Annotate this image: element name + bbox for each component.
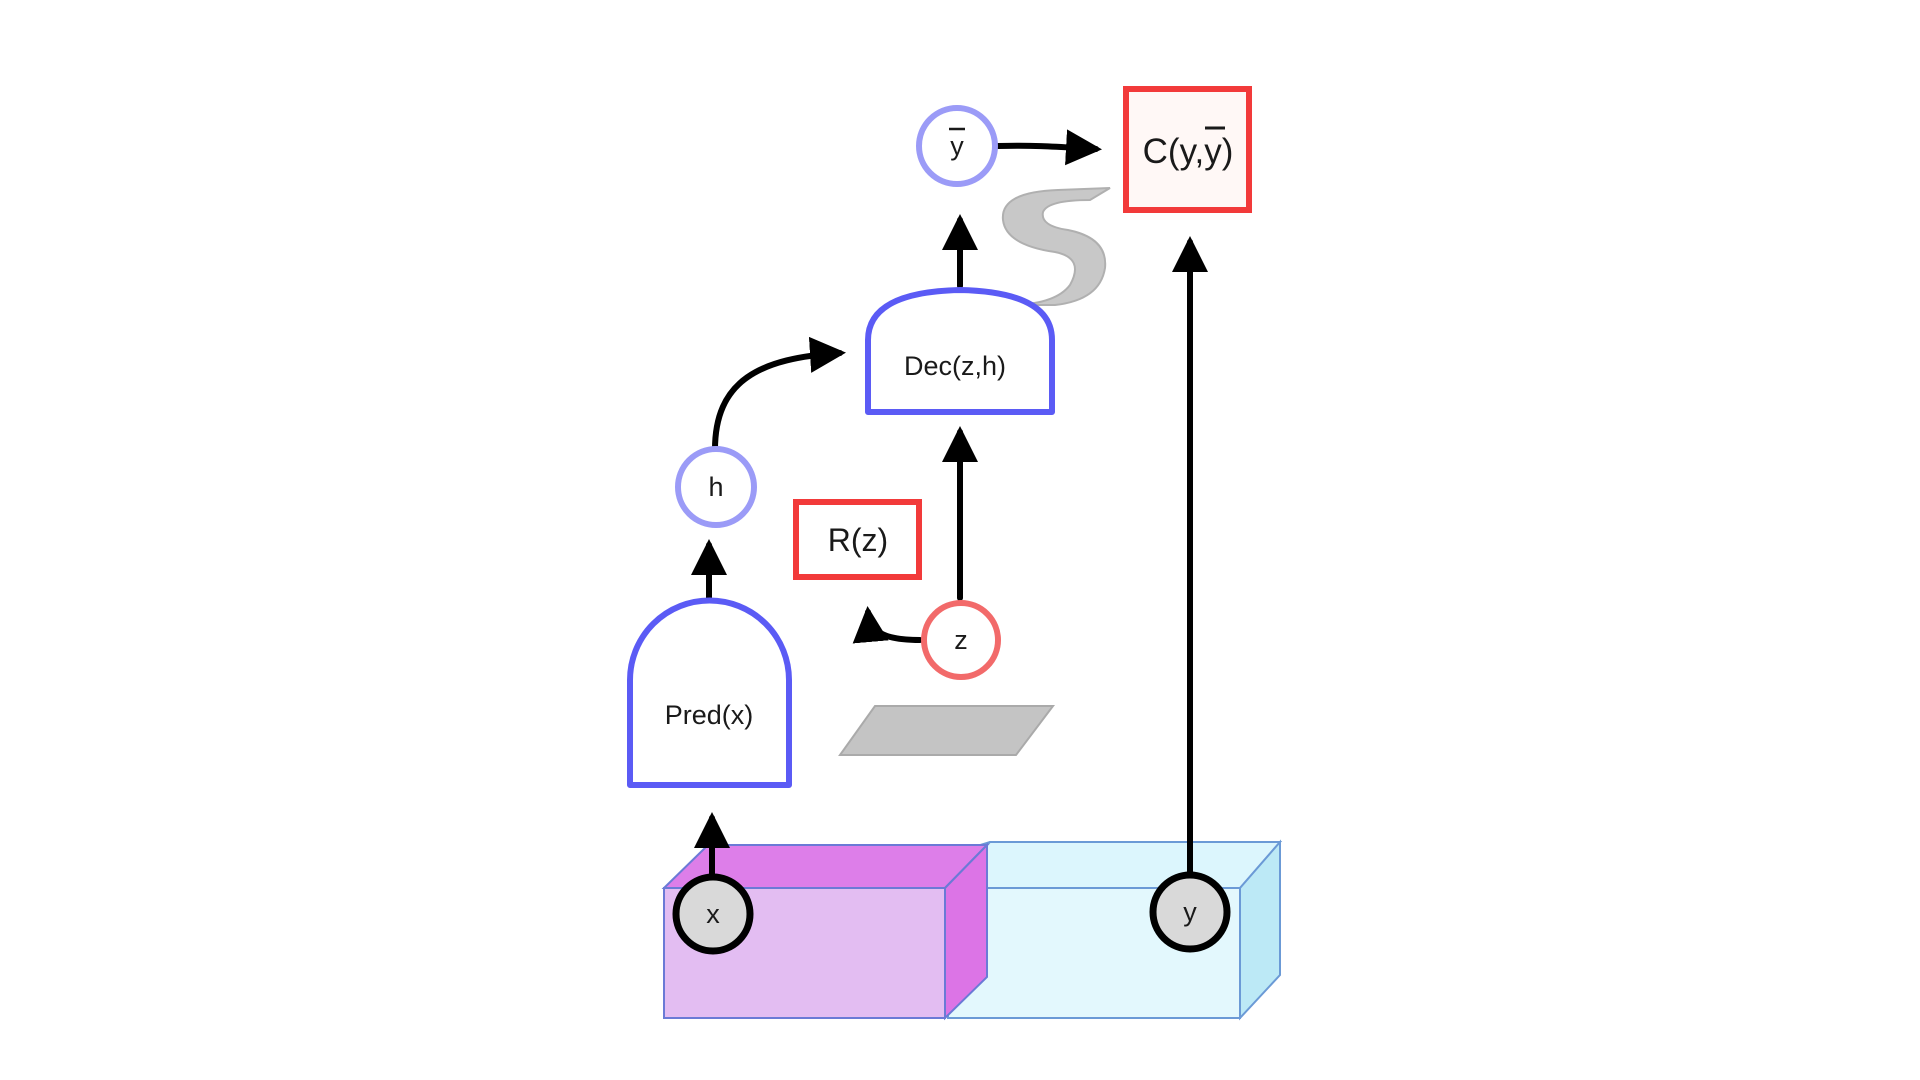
edge-h-to-dec — [711, 336, 846, 455]
edge-z-to-reg — [852, 606, 923, 644]
ybar-variable-circle — [916, 105, 998, 187]
h-variable-label: h — [708, 472, 723, 502]
z-latent-label: z — [954, 625, 968, 655]
x-observed-circle — [672, 873, 754, 955]
dec-module: Dec(z,h) — [865, 287, 1055, 415]
ybar-variable-label: y — [950, 131, 964, 161]
cost-module: C(y,y) — [1123, 86, 1252, 213]
manifold-s-decoration — [1001, 187, 1111, 306]
dec-module-label: Dec(z,h) — [904, 351, 1006, 381]
h-variable-circle — [675, 446, 757, 528]
cost-label-prefix: C(y, — [1143, 132, 1205, 171]
ybar-variable: y — [916, 105, 998, 187]
cost-label-suffix: ) — [1222, 132, 1234, 171]
regularizer-label: R(z) — [828, 522, 888, 558]
regularizer-box — [793, 499, 922, 580]
cost-box — [1123, 86, 1252, 213]
x-observed: x — [672, 873, 754, 955]
regularizer-module: R(z) — [793, 499, 922, 580]
data-blocks — [661, 839, 1283, 1021]
dec-module-shape — [865, 287, 1055, 415]
pred-module-shape — [627, 597, 792, 788]
latent-plane-decoration — [838, 705, 1056, 756]
x-observed-label: x — [706, 899, 720, 929]
cost-label: C(y,y) — [1143, 132, 1234, 171]
y-observed-label: y — [1183, 897, 1197, 927]
z-latent: z — [921, 600, 1001, 680]
cost-label-ybar: y — [1204, 132, 1222, 171]
y-observed-circle — [1149, 871, 1231, 953]
z-latent-circle — [921, 600, 1001, 680]
h-variable: h — [675, 446, 757, 528]
pred-module: Pred(x) — [627, 597, 792, 788]
y-block-back-top — [945, 841, 1283, 889]
x-block-side — [944, 842, 988, 1021]
y-block-side — [1239, 839, 1281, 1021]
edges — [691, 129, 1208, 898]
y-observed: y — [1149, 871, 1231, 953]
pred-module-label: Pred(x) — [665, 700, 754, 730]
edge-ybar-to-cost — [995, 129, 1102, 166]
